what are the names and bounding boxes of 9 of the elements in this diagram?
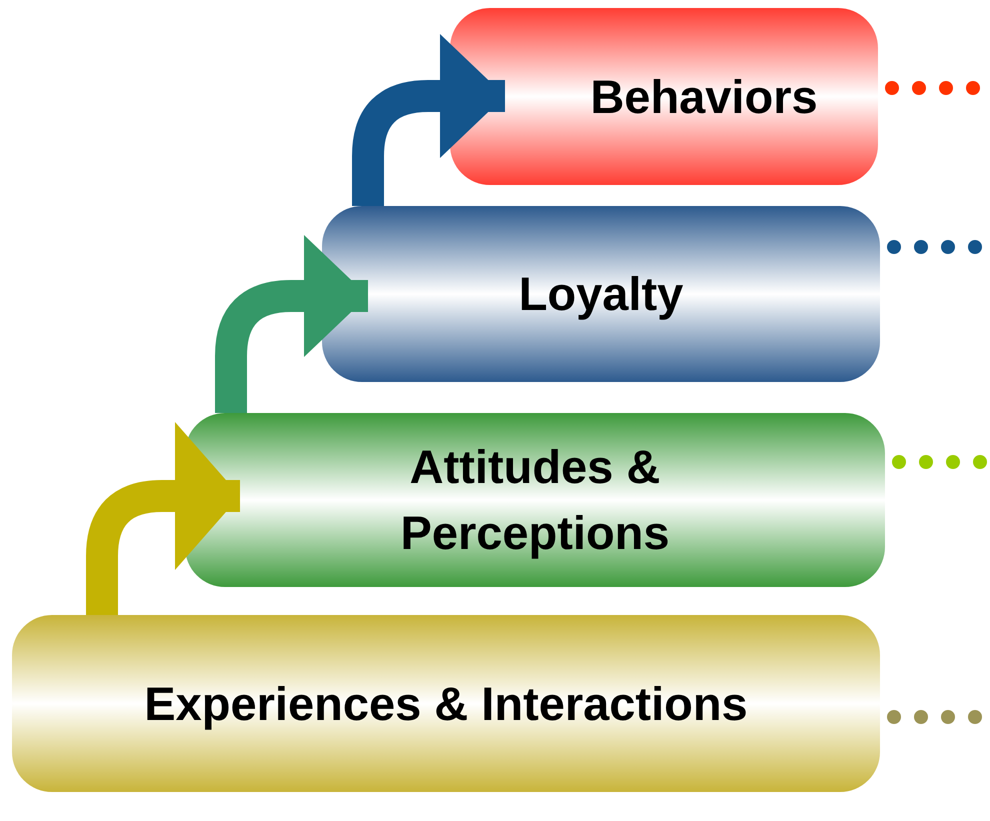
rounded-box <box>450 8 878 185</box>
box-label: Loyalty <box>518 266 684 322</box>
dotted-line <box>892 455 990 469</box>
rounded-box <box>185 413 885 587</box>
rounded-box <box>12 615 880 792</box>
rounded-box <box>322 206 880 382</box>
box-label: Behaviors <box>590 68 818 125</box>
box-label: Attitudes & Perceptions <box>399 439 671 561</box>
box-label: Experiences & Interactions <box>144 676 748 732</box>
